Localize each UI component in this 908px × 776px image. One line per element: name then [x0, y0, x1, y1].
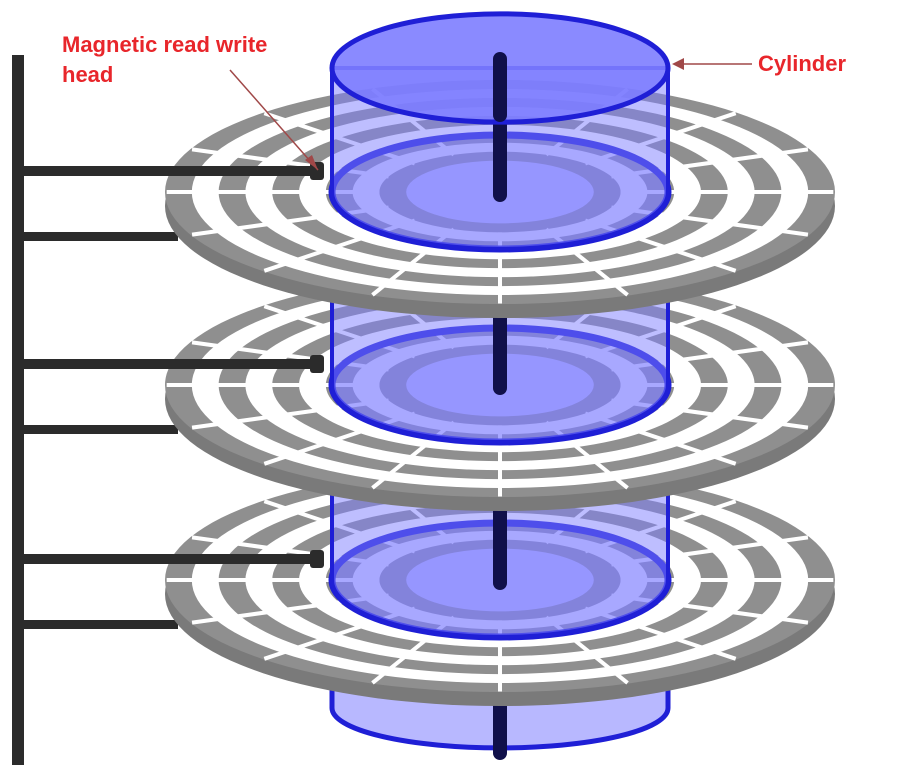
- platters-layer: [18, 66, 835, 706]
- cylinder-pointer-arrow: [672, 58, 684, 70]
- arm-lower: [18, 425, 178, 434]
- platter-middle: [18, 273, 835, 511]
- front-layer: [229, 11, 752, 171]
- read-write-head: [310, 550, 324, 568]
- spindle-top: [493, 52, 507, 122]
- head-pointer-arrow: [305, 155, 318, 170]
- spindle: [493, 485, 507, 590]
- arm-upper: [18, 166, 318, 176]
- support-rail: [12, 55, 24, 765]
- spindle-bottom: [493, 690, 507, 760]
- arm-upper: [18, 554, 318, 564]
- arm-lower: [18, 620, 178, 629]
- arm-lower: [18, 232, 178, 241]
- arm-upper: [18, 359, 318, 369]
- cylinder-label: Cylinder: [758, 51, 847, 76]
- head-pointer-line: [229, 69, 319, 171]
- platter-bottom: [18, 468, 835, 706]
- read-write-head-label: Magnetic read write head: [62, 32, 268, 87]
- read-write-head: [310, 355, 324, 373]
